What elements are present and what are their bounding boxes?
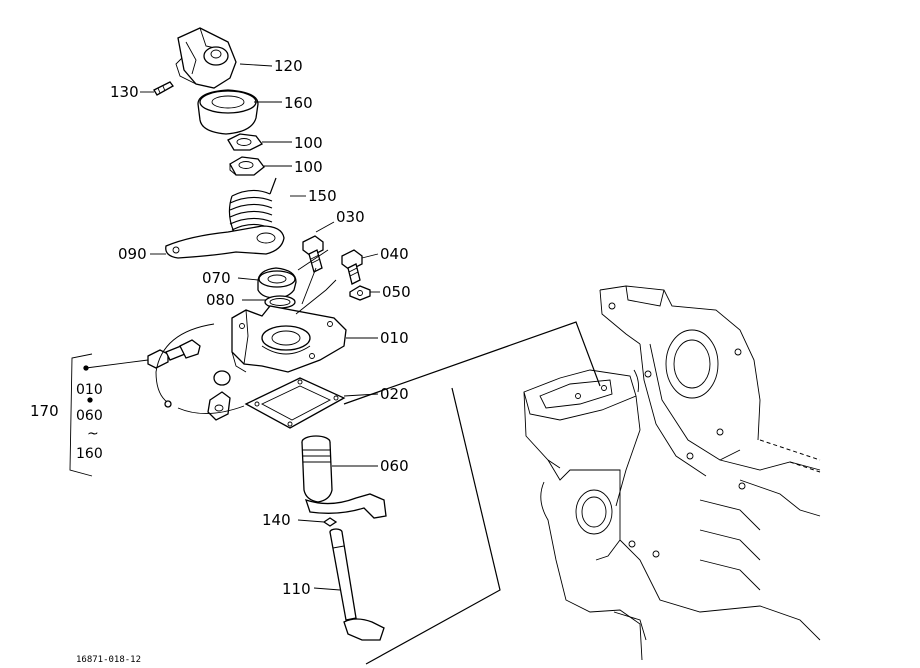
installation-guide-line: [343, 321, 601, 665]
part-120-lever-bracket: [175, 27, 237, 89]
group-item-060: 060: [76, 408, 103, 424]
part-130-pin: [153, 81, 174, 96]
part-100-nut-lower: [229, 156, 265, 176]
label-030: 030: [336, 208, 365, 226]
label-160: 160: [284, 94, 313, 112]
part-070-collar: [257, 267, 297, 299]
label-020: 020: [380, 385, 409, 403]
part-090-lever-arm: [165, 225, 285, 259]
label-100-lower: 100: [294, 158, 323, 176]
part-030-bolt: [302, 235, 324, 273]
part-060-shaft-arm: [301, 435, 387, 519]
part-080-o-ring: [264, 295, 296, 309]
label-130: 130: [110, 83, 139, 101]
part-040-bolt: [341, 249, 363, 285]
label-080: 080: [206, 291, 235, 309]
group-item-tilde: ~: [87, 426, 99, 442]
part-100-nut-upper: [227, 133, 263, 151]
group-170-labels: 170 010 060 ~ 160: [30, 382, 103, 462]
label-070: 070: [202, 269, 231, 287]
label-140: 140: [262, 511, 291, 529]
part-160-ring-housing: [197, 89, 259, 135]
drawing-number: 16871-018-12: [76, 655, 141, 665]
housing-side-bolt: [147, 339, 201, 369]
group-170-bracket: [69, 353, 93, 477]
part-020-gasket: [244, 377, 346, 429]
engine-block: [523, 285, 821, 661]
label-040: 040: [380, 245, 409, 263]
label-120: 120: [274, 57, 303, 75]
part-010-housing: [231, 305, 347, 373]
label-110: 110: [282, 580, 311, 598]
label-170: 170: [30, 402, 59, 420]
group-item-010: 010: [76, 382, 103, 398]
part-050-washer: [349, 285, 371, 301]
part-labels: 120 130 160 100 100 150 030 090 040 070 …: [110, 57, 411, 598]
part-140-small-ring: [322, 517, 338, 527]
group-item-160: 160: [76, 446, 103, 462]
leader-lines: [83, 63, 380, 591]
part-110-long-shaft: [329, 528, 385, 641]
label-060: 060: [380, 457, 409, 475]
arc-end-dot: [164, 400, 172, 408]
label-090: 090: [118, 245, 147, 263]
label-010: 010: [380, 329, 409, 347]
label-100-upper: 100: [294, 134, 323, 152]
part-150-spring: [228, 177, 277, 234]
label-050: 050: [382, 283, 411, 301]
group-boundary-arc: [155, 323, 245, 414]
label-150: 150: [308, 187, 337, 205]
